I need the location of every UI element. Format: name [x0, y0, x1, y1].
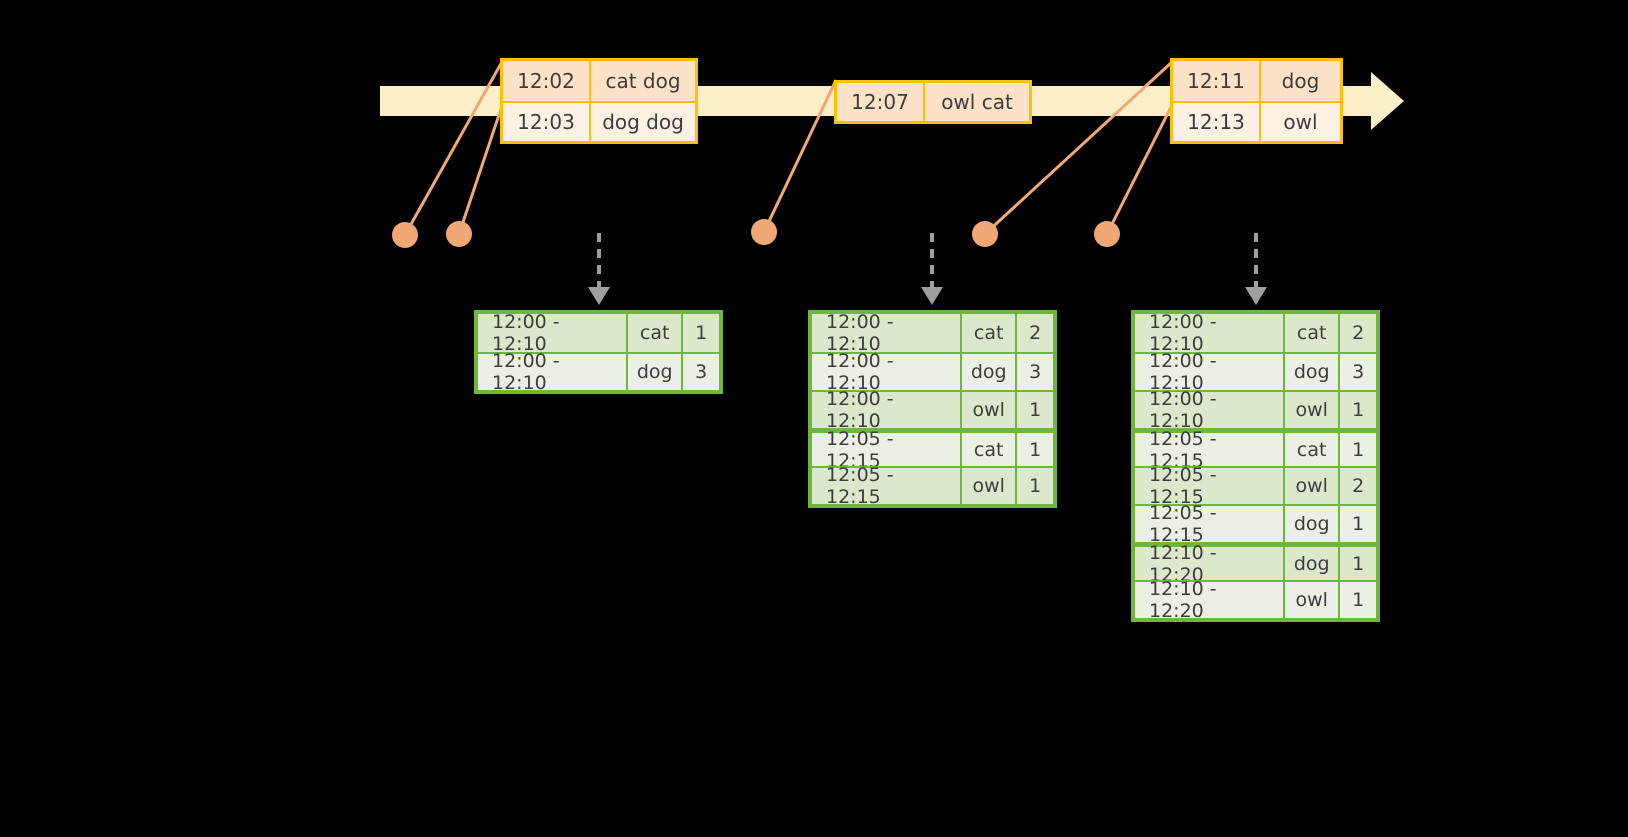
event-row[interactable]: 12:03 dog dog [503, 101, 695, 141]
window-cell: 12:00 - 12:10 [812, 311, 962, 355]
window-cell: 12:00 - 12:10 [812, 388, 962, 432]
word-cell: cat [628, 314, 684, 352]
word-cell: cat [1285, 433, 1341, 466]
window-cell: 12:05 - 12:15 [812, 464, 962, 508]
window-cell: 12:05 - 12:15 [1135, 464, 1285, 508]
event-time: 12:11 [1173, 61, 1261, 101]
down-arrow-3-head [1245, 287, 1267, 305]
window-cell: 12:10 - 12:20 [1135, 542, 1285, 586]
down-arrow-1-head [588, 287, 610, 305]
event-group-1[interactable]: 12:02 cat dog 12:03 dog dog [500, 58, 698, 144]
count-cell: 1 [1029, 438, 1042, 461]
count-cell: 1 [1352, 438, 1365, 461]
event-words: owl cat [941, 90, 1013, 114]
window-cell: 12:00 - 12:10 [1135, 350, 1285, 394]
window-cell: 12:10 - 12:20 [1135, 578, 1285, 622]
event-row[interactable]: 12:13 owl [1173, 101, 1340, 141]
count-cell: 1 [1029, 475, 1042, 497]
event-dot-3 [751, 219, 777, 245]
event-dot-2 [446, 221, 472, 247]
event-time: 12:13 [1173, 103, 1261, 141]
window-cell: 12:05 - 12:15 [812, 428, 962, 472]
count-cell: 1 [1352, 399, 1365, 421]
count-cell: 1 [695, 322, 708, 344]
word-cell: cat [962, 314, 1018, 352]
event-group-2[interactable]: 12:07 owl cat [834, 80, 1032, 124]
word-cell: cat [1285, 314, 1341, 352]
window-cell: 12:00 - 12:10 [478, 350, 628, 394]
event-dot-1 [392, 222, 418, 248]
count-cell: 1 [1352, 513, 1365, 535]
count-cell: 1 [1352, 552, 1365, 575]
timeline-arrow-head [1371, 72, 1404, 130]
count-cell: 2 [1352, 322, 1365, 344]
connector-line-5 [1105, 104, 1174, 235]
event-group-3[interactable]: 12:11 dog 12:13 owl [1170, 58, 1343, 144]
window-cell: 12:00 - 12:10 [1135, 388, 1285, 432]
word-cell: dog [628, 354, 684, 390]
window-cell: 12:00 - 12:10 [478, 311, 628, 355]
count-cell: 1 [1352, 589, 1365, 611]
event-row[interactable]: 12:02 cat dog [503, 61, 695, 101]
event-time: 12:03 [503, 103, 591, 141]
word-cell: owl [962, 392, 1018, 428]
word-cell: owl [962, 468, 1018, 504]
word-cell: dog [1285, 547, 1341, 580]
word-cell: owl [1285, 468, 1341, 504]
event-row[interactable]: 12:07 owl cat [837, 83, 1029, 121]
event-time: 12:02 [503, 61, 591, 101]
word-cell: dog [962, 354, 1018, 390]
event-row[interactable]: 12:11 dog [1173, 61, 1340, 101]
event-dot-4 [972, 221, 998, 247]
count-cell: 3 [1029, 361, 1042, 383]
connector-line-2 [457, 102, 505, 235]
word-cell: cat [962, 433, 1018, 466]
event-words: dog dog [602, 110, 684, 134]
event-dot-5 [1094, 221, 1120, 247]
window-cell: 12:05 - 12:15 [1135, 502, 1285, 546]
word-cell: owl [1285, 392, 1341, 428]
count-cell: 3 [1352, 361, 1365, 383]
word-cell: dog [1285, 354, 1341, 390]
down-arrow-2-head [921, 287, 943, 305]
window-cell: 12:00 - 12:10 [1135, 311, 1285, 355]
word-cell: owl [1285, 582, 1341, 618]
window-cell: 12:05 - 12:15 [1135, 428, 1285, 472]
window-cell: 12:00 - 12:10 [812, 350, 962, 394]
event-words: cat dog [605, 69, 681, 93]
event-words: owl [1283, 110, 1318, 134]
event-words: dog [1281, 69, 1320, 93]
count-cell: 2 [1029, 322, 1042, 344]
count-cell: 1 [1029, 399, 1042, 421]
word-cell: dog [1285, 506, 1341, 542]
count-cell: 3 [695, 361, 708, 383]
event-time: 12:07 [837, 83, 925, 121]
count-cell: 2 [1352, 475, 1365, 497]
